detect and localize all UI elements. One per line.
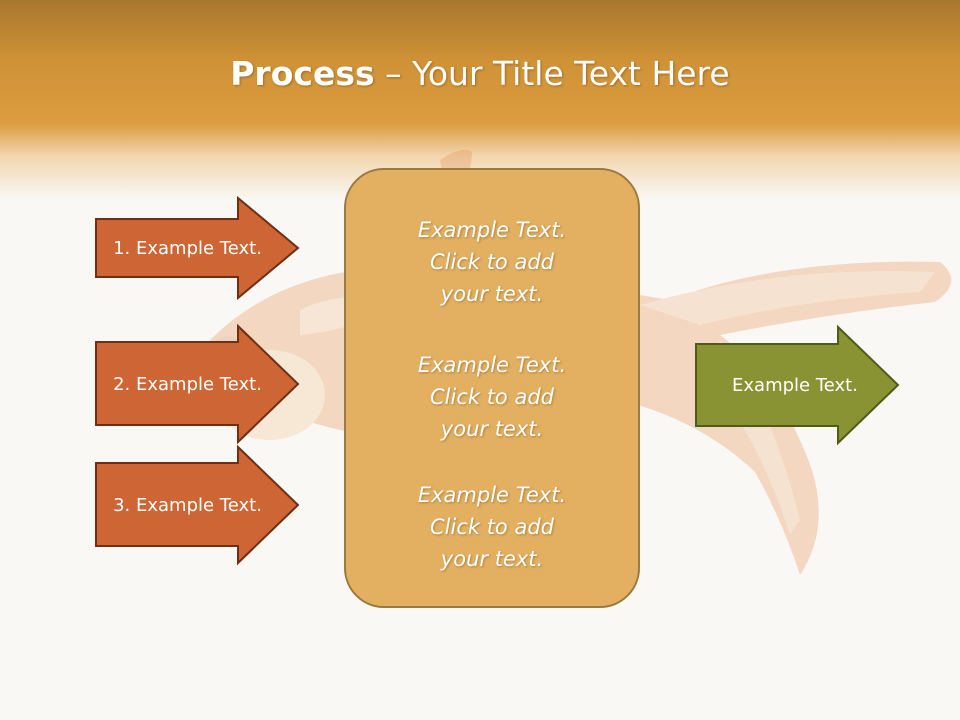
arrow-label-1: 1. Example Text. [113,237,262,259]
block-3-line-1: Example Text. [417,483,567,507]
arrow-label-2: 2. Example Text. [113,373,262,395]
center-text-box[interactable]: Example Text. Click to add your text. Ex… [344,168,640,608]
result-arrow[interactable]: Example Text. [695,324,900,446]
right-arrow-shape-icon [95,323,300,445]
process-step-arrow-3[interactable]: 3. Example Text. [95,444,300,566]
slide-title: Process – Your Title Text Here [0,52,960,96]
block-1-line-1: Example Text. [417,218,567,242]
text-block-2: Example Text. Click to add your text. [346,349,638,445]
block-3-line-3: your text. [440,547,544,571]
block-2-line-3: your text. [440,417,544,441]
title-bold-part: Process [230,54,375,93]
right-arrow-shape-icon [95,444,300,566]
right-arrow-shape-icon [95,195,300,301]
right-arrow-shape-icon [695,324,900,446]
block-3-line-2: Click to add [429,515,554,539]
process-step-arrow-2[interactable]: 2. Example Text. [95,323,300,445]
result-arrow-label: Example Text. [732,374,858,396]
text-block-1: Example Text. Click to add your text. [346,214,638,310]
block-2-line-1: Example Text. [417,353,567,377]
title-rest-part: – Your Title Text Here [374,54,730,93]
text-block-3: Example Text. Click to add your text. [346,479,638,575]
block-2-line-2: Click to add [429,385,554,409]
block-1-line-3: your text. [440,282,544,306]
process-step-arrow-1[interactable]: 1. Example Text. [95,195,300,301]
block-1-line-2: Click to add [429,250,554,274]
arrow-label-3: 3. Example Text. [113,494,262,516]
header-band [0,0,960,200]
